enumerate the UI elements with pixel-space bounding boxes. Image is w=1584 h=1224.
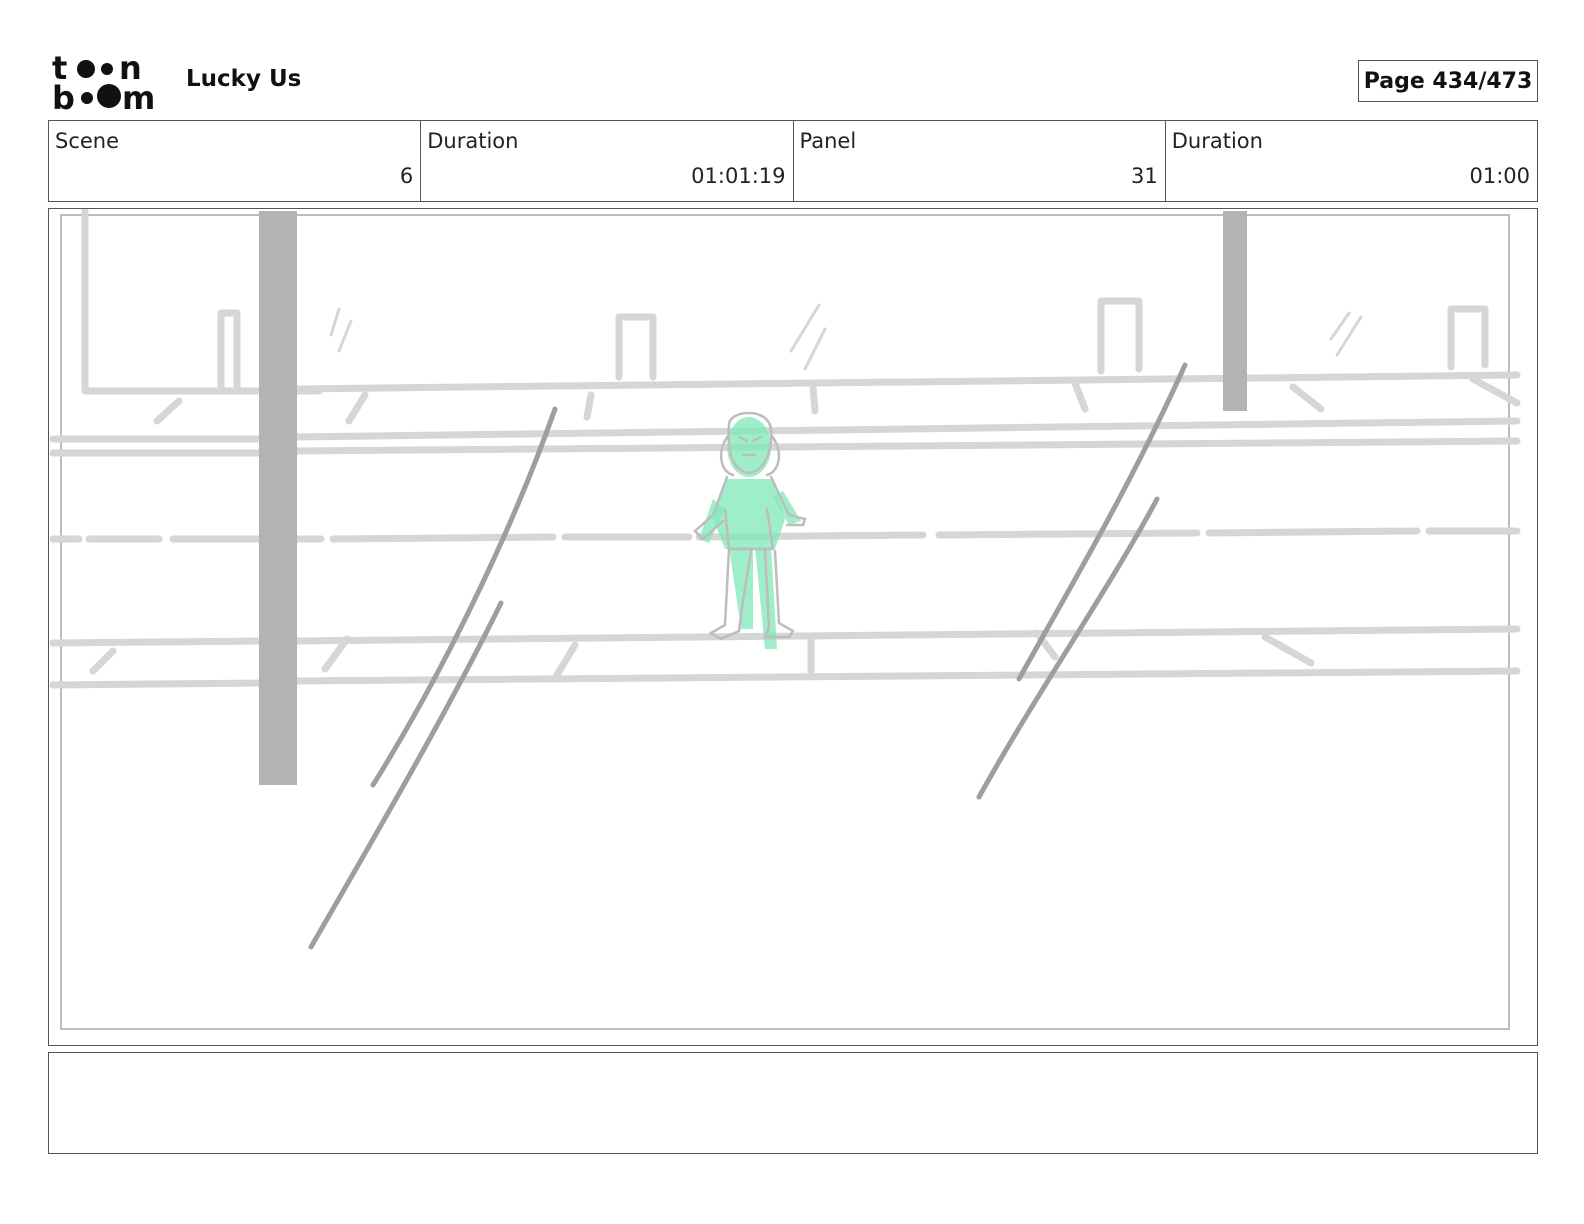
panel-info-table: Scene 6 Duration 01:01:19 Panel 31 Durat… [48, 120, 1538, 202]
scene-duration-cell: Duration 01:01:19 [421, 121, 794, 201]
svg-text:m: m [122, 79, 155, 112]
panel-duration-value: 01:00 [1469, 164, 1530, 188]
toonboom-logo-icon: t n b m [52, 52, 155, 112]
panel-duration-label: Duration [1171, 129, 1263, 153]
storyboard-panel [48, 208, 1538, 1046]
svg-text:n: n [119, 52, 142, 87]
project-title: Lucky Us [186, 66, 302, 92]
page-indicator: Page 434/473 [1358, 60, 1538, 102]
scene-cell: Scene 6 [49, 121, 422, 201]
panel-caption-box[interactable] [48, 1052, 1538, 1154]
panel-cell: Panel 31 [794, 121, 1166, 201]
panel-value: 31 [1131, 164, 1158, 188]
scene-duration-label: Duration [427, 129, 519, 153]
storyboard-sketch-icon [49, 209, 1521, 1030]
scene-duration-value: 01:01:19 [691, 164, 786, 188]
panel-label: Panel [799, 129, 857, 153]
panel-duration-cell: Duration 01:00 [1166, 121, 1537, 201]
svg-text:t: t [52, 52, 67, 87]
svg-text:b: b [52, 79, 75, 112]
scene-value: 6 [399, 164, 414, 188]
scene-label: Scene [55, 129, 120, 153]
